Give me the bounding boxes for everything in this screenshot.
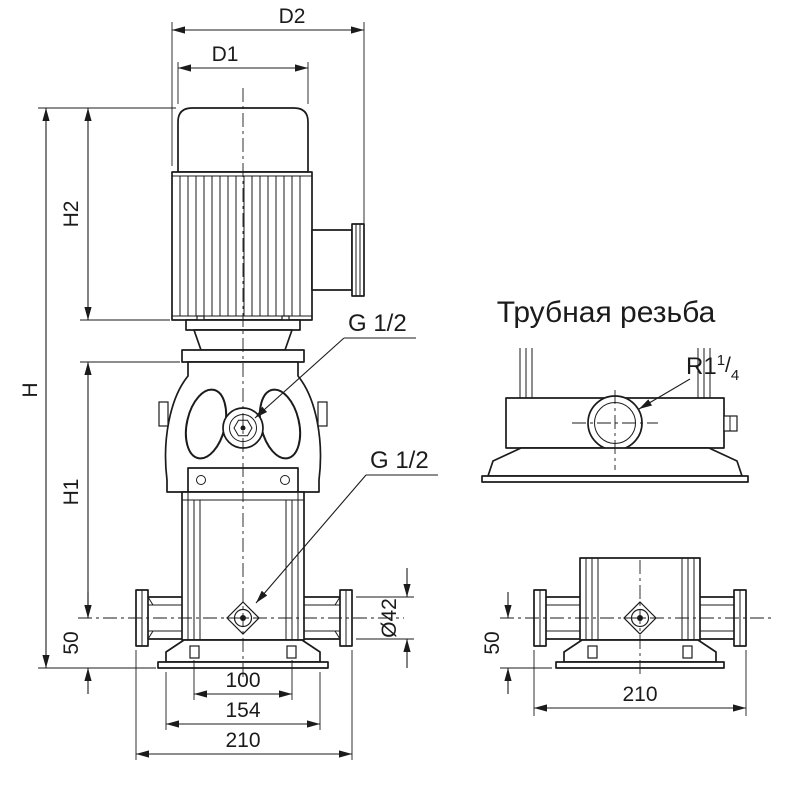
thread-callout-r: R11/4: [638, 352, 739, 410]
thread-callout-bottom: G 1/2: [255, 447, 438, 604]
dimension-210: 210: [135, 650, 353, 760]
centerlines-main: [78, 88, 404, 678]
dim-label-50-left: 50: [60, 631, 83, 654]
dim-label-210: 210: [225, 729, 260, 752]
dimension-50-right: 50: [481, 592, 552, 694]
base-side-view: R11/4: [481, 348, 749, 483]
thread-size-label: R11/4: [686, 352, 739, 384]
motor: [171, 107, 313, 321]
dim-label-h: H: [19, 382, 42, 397]
thread-callout-top: G 1/2: [254, 310, 416, 419]
dimension-210-right: 210: [533, 650, 747, 716]
base-bottom-view: 50 210: [481, 557, 774, 716]
dim-label-dia42: Ø42: [378, 598, 401, 638]
dimension-dia42: Ø42: [356, 568, 414, 668]
dimension-50-left: 50: [60, 592, 92, 694]
dim-label-h2: H2: [60, 201, 83, 228]
dim-label-d2: D2: [279, 5, 306, 28]
dim-label-d1: D1: [212, 43, 239, 66]
dim-label-154: 154: [225, 699, 260, 722]
dim-label-100: 100: [225, 669, 260, 692]
dimension-154: 154: [165, 672, 321, 730]
junction-box: [311, 223, 365, 297]
dim-label-h1: H1: [60, 479, 83, 506]
dimension-d1: D1: [177, 43, 309, 104]
dimension-h1: H1: [60, 361, 180, 618]
dimension-100: 100: [193, 660, 293, 700]
dim-label-50-right: 50: [481, 631, 504, 654]
section-title: Трубная резьба: [497, 296, 716, 329]
dimension-d2: D2: [171, 5, 365, 224]
dimension-h2: H2: [38, 107, 176, 321]
dim-label-210-right: 210: [622, 683, 657, 706]
thread-label-bottom: G 1/2: [370, 447, 429, 474]
thread-label-top: G 1/2: [348, 310, 407, 337]
